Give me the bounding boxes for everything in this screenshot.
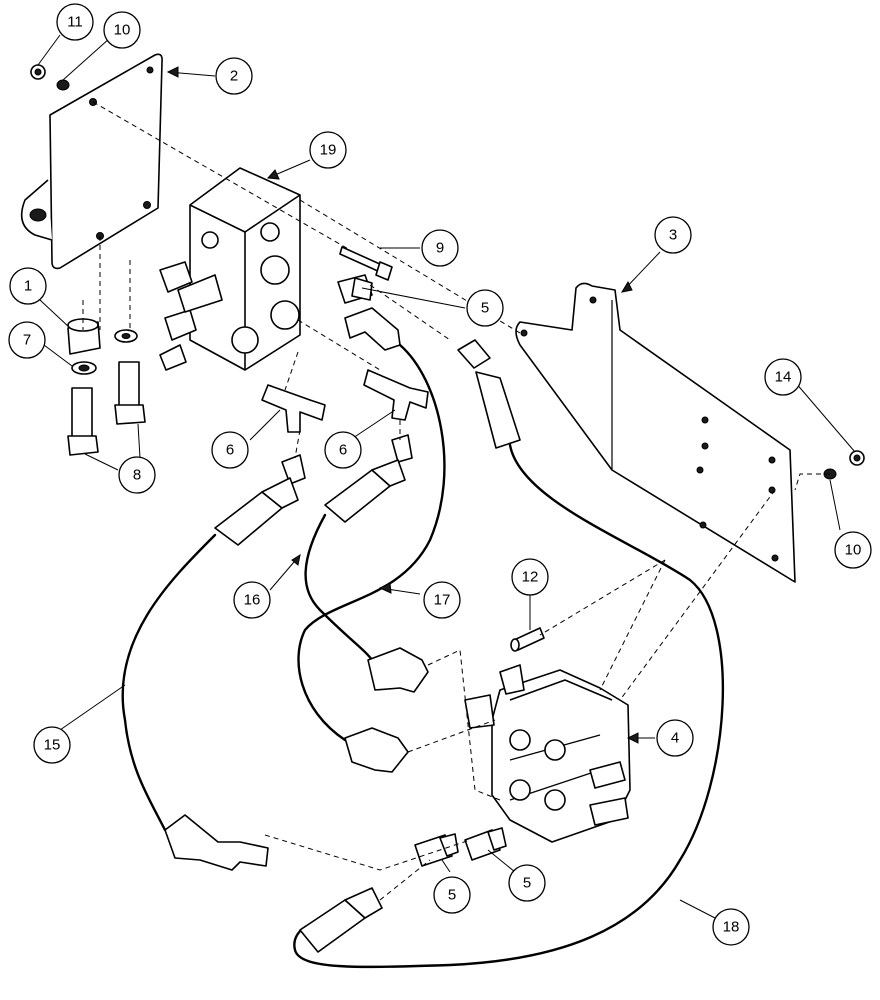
washer-7 [71, 361, 97, 375]
callout-6-left: 6 [211, 431, 249, 469]
callout-5-top: 5 [466, 289, 504, 327]
svg-text:14: 14 [775, 369, 792, 386]
callout-12: 12 [511, 558, 549, 596]
callout-1: 1 [9, 267, 47, 305]
bracket-plate-3 [515, 282, 796, 583]
callout-17: 17 [423, 581, 461, 619]
callout-11: 11 [56, 3, 94, 41]
svg-text:16: 16 [244, 592, 261, 609]
svg-text:12: 12 [522, 569, 539, 586]
bolt-9 [339, 246, 393, 281]
callout-9: 9 [421, 229, 459, 267]
control-valve-4 [464, 664, 631, 843]
lock-washer [114, 329, 138, 343]
mounting-plate-left [20, 53, 163, 270]
svg-text:18: 18 [723, 919, 740, 936]
svg-text:3: 3 [669, 227, 677, 244]
svg-text:8: 8 [133, 467, 141, 484]
bolt-8-left [67, 387, 99, 456]
tee-fitting-6-left [261, 384, 326, 433]
tee-fitting-6-right [363, 369, 429, 421]
callout-4: 4 [656, 719, 694, 757]
hose-15 [121, 533, 217, 832]
svg-text:7: 7 [23, 332, 31, 349]
hose-end-15-top [214, 454, 306, 546]
svg-text:1: 1 [24, 278, 32, 295]
bolt-12 [510, 627, 545, 652]
svg-text:6: 6 [226, 442, 234, 459]
callout-5-lower-left: 5 [433, 876, 471, 914]
svg-text:17: 17 [434, 592, 451, 609]
hose-end-18-bottom [299, 887, 383, 953]
elbow-fitting [344, 307, 401, 351]
svg-text:6: 6 [339, 442, 347, 459]
bolt-8-right [114, 361, 146, 425]
callout-19: 19 [309, 131, 347, 169]
callout-5-lower-right: 5 [508, 864, 546, 902]
callout-3: 3 [654, 216, 692, 254]
callout-10-right: 10 [834, 531, 872, 569]
bushing-1 [67, 318, 101, 355]
svg-text:10: 10 [114, 22, 131, 39]
svg-text:5: 5 [448, 887, 456, 904]
svg-text:4: 4 [671, 730, 679, 747]
svg-text:5: 5 [523, 875, 531, 892]
svg-text:19: 19 [320, 142, 337, 159]
callout-6-right: 6 [324, 431, 362, 469]
svg-text:5: 5 [481, 300, 489, 317]
washer-10-left [56, 79, 70, 91]
callout-16: 16 [233, 581, 271, 619]
svg-text:15: 15 [44, 737, 61, 754]
svg-text:2: 2 [230, 68, 238, 85]
svg-text:10: 10 [845, 542, 862, 559]
hose-18 [293, 443, 725, 969]
callout-8: 8 [118, 456, 156, 494]
hose-end-15-bottom [164, 814, 269, 871]
callout-7: 7 [8, 321, 46, 359]
callout-10-top: 10 [103, 11, 141, 49]
callout-15: 15 [33, 726, 71, 764]
callout-2: 2 [215, 57, 253, 95]
callout-14: 14 [764, 358, 802, 396]
nut-14 [849, 450, 865, 466]
hose-end-18-top [457, 339, 521, 449]
fitting-5-top [337, 274, 373, 304]
valve-block-19 [159, 167, 301, 371]
svg-text:11: 11 [67, 14, 83, 31]
elbow-fitting-lower-upper [367, 647, 429, 693]
nut-11 [30, 64, 46, 80]
fitting-5-lower-left [414, 833, 459, 867]
fitting-5-lower-right [464, 827, 507, 861]
svg-text:9: 9 [436, 240, 444, 257]
hose-end-16-top [324, 434, 413, 523]
hose-16 [304, 513, 374, 662]
callout-18: 18 [712, 908, 750, 946]
elbow-fitting-lower-lower [344, 727, 409, 773]
